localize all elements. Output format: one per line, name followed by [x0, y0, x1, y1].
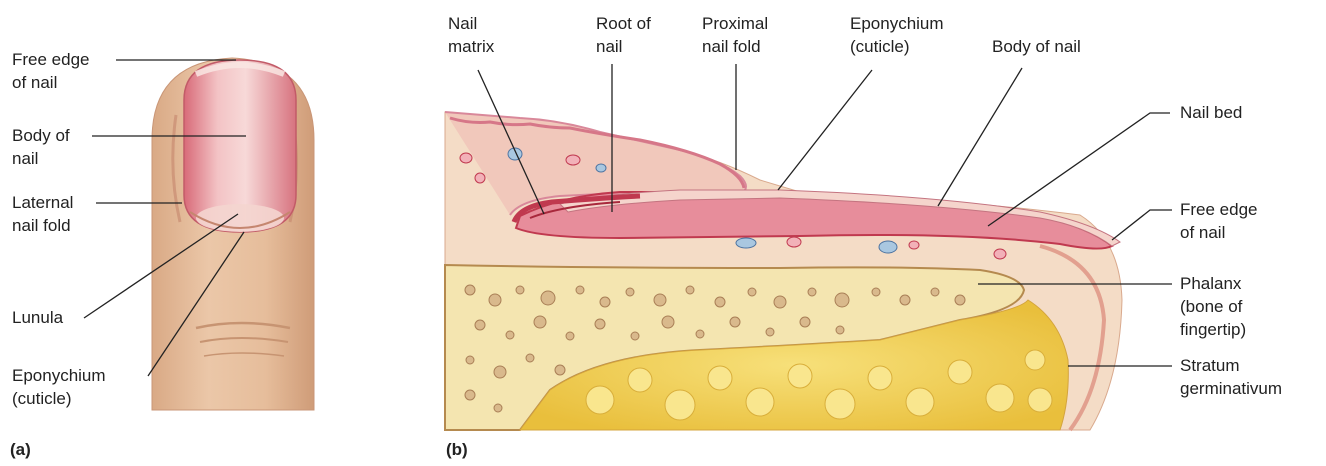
- nail-cross-section: [445, 112, 1122, 430]
- leader-free-edge: [1112, 210, 1172, 240]
- label-root-of-nail: Root of nail: [596, 12, 651, 58]
- label-proximal-nail-fold: Proximal nail fold: [702, 12, 768, 58]
- label-nail-bed: Nail bed: [1180, 101, 1242, 124]
- label-eponychium-a: Eponychium (cuticle): [12, 364, 106, 410]
- label-lateral-nail-fold: Laternal nail fold: [12, 191, 73, 237]
- label-eponychium-b: Eponychium (cuticle): [850, 12, 944, 58]
- label-free-edge-of-nail-b: Free edge of nail: [1180, 198, 1258, 244]
- finger-illustration: [152, 58, 314, 410]
- label-stratum-germinativum: Stratum germinativum: [1180, 354, 1282, 400]
- panel-b-letter: (b): [446, 440, 468, 460]
- label-lunula: Lunula: [12, 306, 63, 329]
- label-phalanx: Phalanx (bone of fingertip): [1180, 272, 1246, 341]
- leader-eponychium: [778, 70, 872, 190]
- label-body-of-nail: Body of nail: [12, 124, 70, 170]
- panel-a-letter: (a): [10, 440, 31, 460]
- label-nail-matrix: Nail matrix: [448, 12, 494, 58]
- leader-body: [938, 68, 1022, 206]
- label-free-edge-of-nail: Free edge of nail: [12, 48, 90, 94]
- label-body-of-nail-b: Body of nail: [992, 35, 1081, 58]
